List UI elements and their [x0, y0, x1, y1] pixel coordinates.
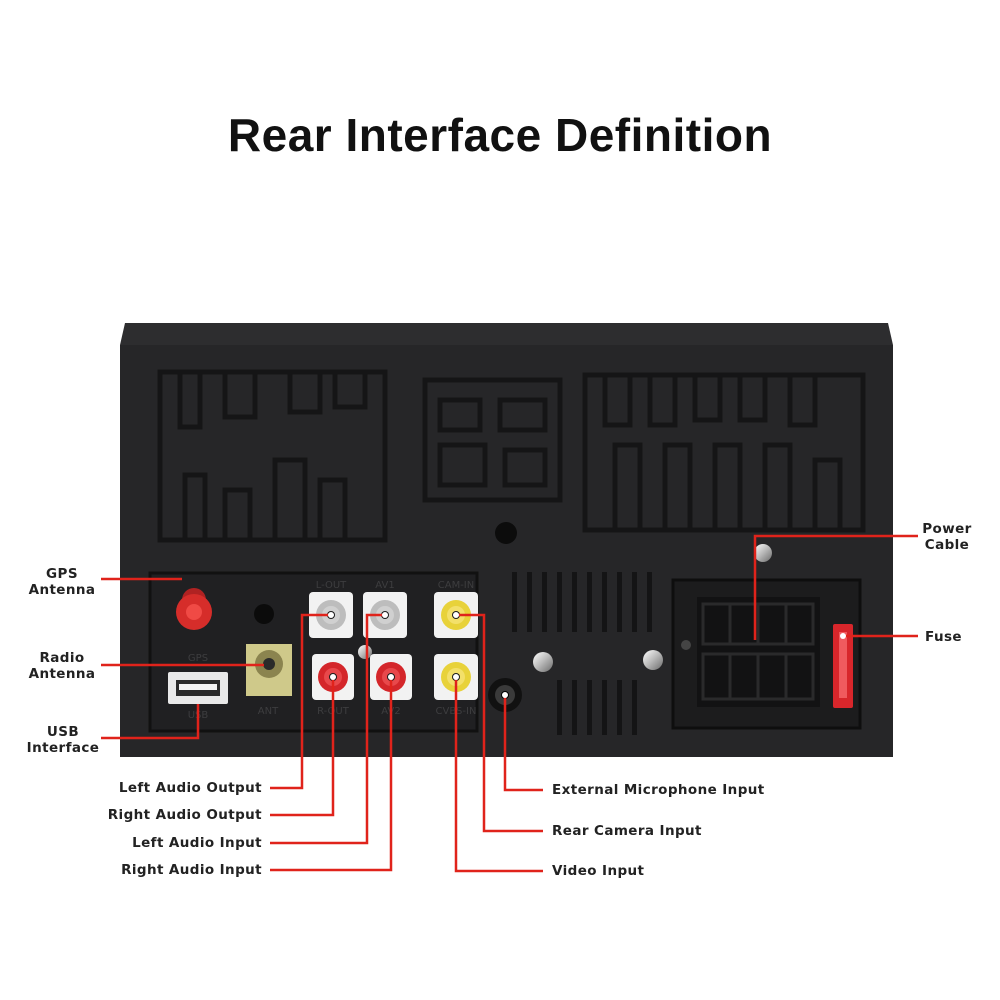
marking-gps: GPS: [188, 653, 208, 664]
leader-left-audio-output: [270, 613, 331, 790]
fuse-icon: [833, 624, 853, 708]
leader-right-audio-input: [270, 677, 393, 872]
label-line: Cable: [924, 537, 970, 553]
label-usb-interface: USB Interface: [24, 724, 102, 756]
label-left-audio-output: Left Audio Output: [118, 780, 262, 796]
label-right-audio-output: Right Audio Output: [107, 807, 262, 823]
vent-mold: [157, 369, 866, 543]
leader-power: [753, 534, 918, 640]
leader-mic: [503, 695, 543, 792]
leader-usb: [101, 704, 200, 740]
marking-ant: ANT: [258, 706, 279, 717]
usb-port-icon: [168, 672, 228, 704]
label-fuse: Fuse: [925, 629, 962, 645]
marking-lout: L-OUT: [316, 580, 347, 591]
screw-icon: [643, 650, 663, 670]
label-line: Interface: [26, 740, 100, 756]
grille-slots: [512, 572, 652, 735]
label-line: Antenna: [28, 582, 96, 598]
label-right-audio-input: Right Audio Input: [121, 862, 262, 878]
screw-icon: [754, 544, 772, 562]
screw-icon: [533, 652, 553, 672]
label-line: GPS: [46, 566, 78, 582]
leader-end-dots: [328, 612, 846, 698]
marking-cam-in: CAM-IN: [438, 580, 475, 591]
label-radio-antenna: Radio Antenna: [24, 650, 100, 682]
marking-av1: AV1: [375, 580, 394, 591]
leader-lines: [101, 534, 918, 873]
label-video-input: Video Input: [552, 863, 645, 879]
label-left-audio-input: Left Audio Input: [132, 835, 262, 851]
label-power-cable: Power Cable: [910, 521, 984, 553]
diagram-title: Rear Interface Definition: [227, 109, 773, 161]
label-gps-antenna: GPS Antenna: [24, 566, 100, 598]
leader-right-audio-output: [270, 677, 335, 817]
leader-left-audio-input: [270, 613, 385, 845]
label-line: Antenna: [28, 666, 96, 682]
power-connector: [671, 578, 862, 730]
label-line: Radio: [39, 650, 85, 666]
gps-connector-icon: [176, 588, 212, 630]
label-line: Power: [922, 521, 972, 537]
leader-rear-cam: [456, 613, 543, 833]
label-external-microphone-input: External Microphone Input: [552, 782, 765, 798]
leader-video: [454, 677, 543, 873]
label-rear-camera-input: Rear Camera Input: [552, 823, 702, 839]
screw-icon: [358, 645, 372, 659]
label-line: USB: [46, 724, 80, 740]
radio-antenna-socket-icon: [246, 644, 292, 696]
